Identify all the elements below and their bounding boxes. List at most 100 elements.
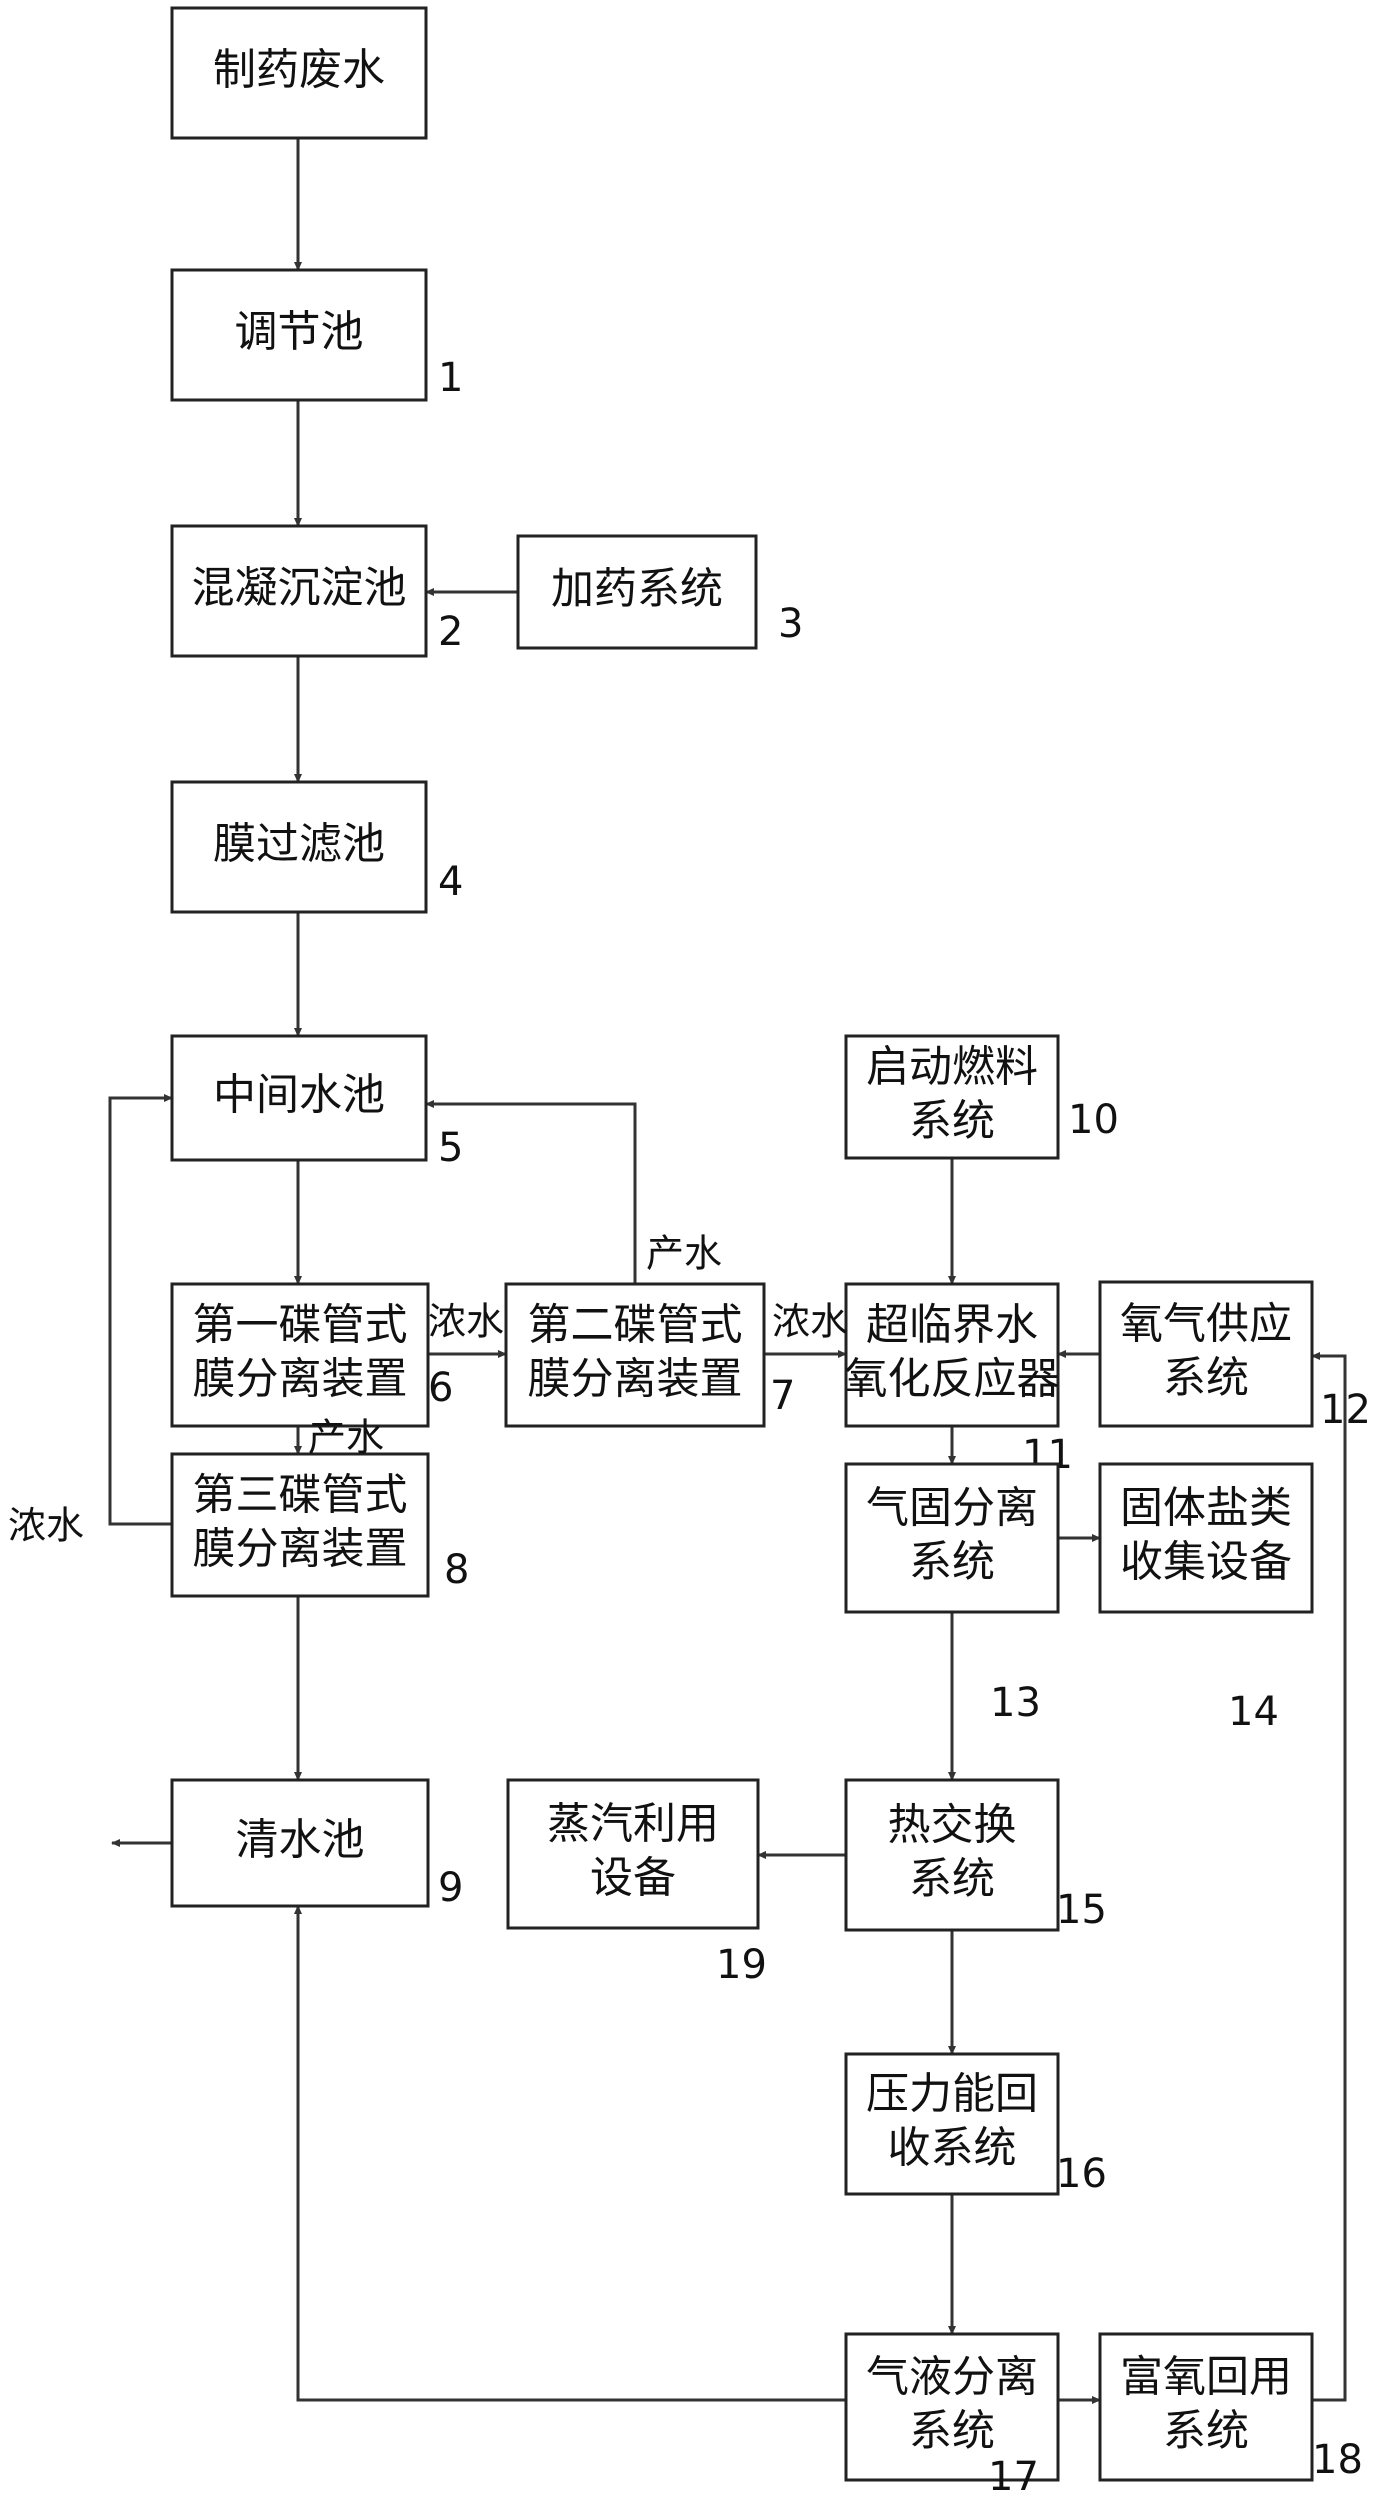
- component-number: 13: [990, 1680, 1041, 1726]
- box-frame: [844, 1034, 1060, 1160]
- box-frame: [170, 268, 428, 402]
- flow-label-concentrate-6-to-7: 浓水: [428, 1300, 504, 1344]
- component-number: 4: [438, 859, 463, 905]
- box-label-line: 加药系统: [551, 565, 723, 615]
- process-box-b9: 清水池 9: [170, 1778, 463, 1911]
- component-number: 6: [428, 1365, 453, 1411]
- process-box-b3: 加药系统 3: [516, 534, 803, 650]
- box-label-line: 气固分离: [866, 1484, 1038, 1534]
- component-number: 16: [1056, 2151, 1107, 2197]
- box-frame: [170, 524, 428, 658]
- box-label-line: 系统: [1163, 1354, 1249, 1404]
- component-number: 19: [716, 1942, 767, 1988]
- box-frame: [844, 1462, 1060, 1614]
- box-frame: [1098, 1462, 1314, 1614]
- component-number: 14: [1228, 1689, 1279, 1735]
- box-label-line: 气液分离: [866, 2353, 1038, 2403]
- component-number: 12: [1320, 1387, 1371, 1433]
- box-label-line: 系统: [909, 1097, 995, 1147]
- box-frame: [170, 780, 428, 914]
- flow-label-permeate-7-to-5: 产水: [646, 1232, 722, 1276]
- box-label-line: 收系统: [888, 2124, 1017, 2174]
- box-label-line: 膜分离装置: [528, 1355, 743, 1405]
- box-label-line: 制药废水: [213, 46, 385, 96]
- flow-label-concentrate-7-to-11: 浓水: [772, 1300, 848, 1344]
- process-box-b1: 调节池 1: [170, 268, 463, 402]
- box-label-line: 启动燃料: [866, 1043, 1038, 1093]
- component-number: 7: [770, 1373, 795, 1419]
- box-label-line: 系统: [1163, 2407, 1249, 2457]
- box-frame: [1098, 1280, 1314, 1428]
- box-label-line: 中间水池: [213, 1071, 385, 1121]
- box-label-line: 第一碟管式: [193, 1301, 408, 1351]
- box-label-line: 调节池: [235, 308, 364, 358]
- box-label-line: 系统: [909, 1855, 995, 1905]
- box-frame: [844, 1282, 1060, 1428]
- process-box-b5: 中间水池 5: [170, 1034, 463, 1171]
- box-label-line: 膜过滤池: [213, 820, 385, 870]
- component-number: 5: [438, 1125, 463, 1171]
- box-frame: [506, 1778, 760, 1930]
- connector-7-to-5: [425, 1100, 637, 1284]
- box-label-line: 富氧回用: [1120, 2353, 1292, 2403]
- component-number: 2: [438, 609, 463, 655]
- component-number: 10: [1068, 1097, 1119, 1143]
- flow-label-permeate-6-to-8: 产水: [308, 1416, 384, 1460]
- box-label-line: 氧气供应: [1120, 1300, 1292, 1350]
- box-frame: [170, 1778, 430, 1908]
- box-frame: [844, 1778, 1060, 1932]
- box-label-line: 收集设备: [1120, 1538, 1292, 1588]
- box-label-line: 混凝沉淀池: [192, 564, 407, 614]
- box-frame: [844, 2332, 1060, 2482]
- component-number: 9: [438, 1865, 463, 1911]
- process-box-b2: 混凝沉淀池 2: [170, 524, 463, 658]
- box-frame: [504, 1282, 766, 1428]
- box-frame: [170, 6, 428, 140]
- component-number: 8: [444, 1547, 469, 1593]
- box-label-line: 系统: [909, 1538, 995, 1588]
- connector-8-to-5: [108, 1094, 173, 1526]
- box-label-line: 第二碟管式: [528, 1301, 743, 1351]
- box-label-line: 第三碟管式: [193, 1471, 408, 1521]
- box-label-line: 系统: [909, 2407, 995, 2457]
- box-label-line: 固体盐类: [1120, 1484, 1292, 1534]
- box-label-line: 热交换: [888, 1801, 1017, 1851]
- process-box-b4: 膜过滤池 4: [170, 780, 463, 914]
- box-label-line: 膜分离装置: [193, 1355, 408, 1405]
- component-number: 17: [988, 2454, 1039, 2500]
- connector-18-to-12: [1311, 1352, 1347, 2402]
- box-label-line: 膜分离装置: [193, 1525, 408, 1575]
- box-frame: [170, 1034, 428, 1162]
- box-frame: [516, 534, 758, 650]
- box-label-line: 超临界水: [866, 1301, 1038, 1351]
- component-number: 3: [778, 601, 803, 647]
- component-number: 15: [1056, 1887, 1107, 1933]
- box-frame: [1098, 2332, 1314, 2482]
- component-number: 1: [438, 355, 463, 401]
- connector-17-to-9: [294, 1905, 846, 2402]
- box-label-line: 氧化反应器: [845, 1355, 1060, 1405]
- box-frame: [170, 1452, 430, 1598]
- box-frame: [170, 1282, 430, 1428]
- component-number: 18: [1312, 2437, 1363, 2483]
- box-label-line: 设备: [590, 1854, 676, 1904]
- process-box-wastewater: 制药废水: [170, 6, 428, 140]
- box-label-line: 蒸汽利用: [547, 1800, 719, 1850]
- box-label-line: 清水池: [236, 1816, 365, 1866]
